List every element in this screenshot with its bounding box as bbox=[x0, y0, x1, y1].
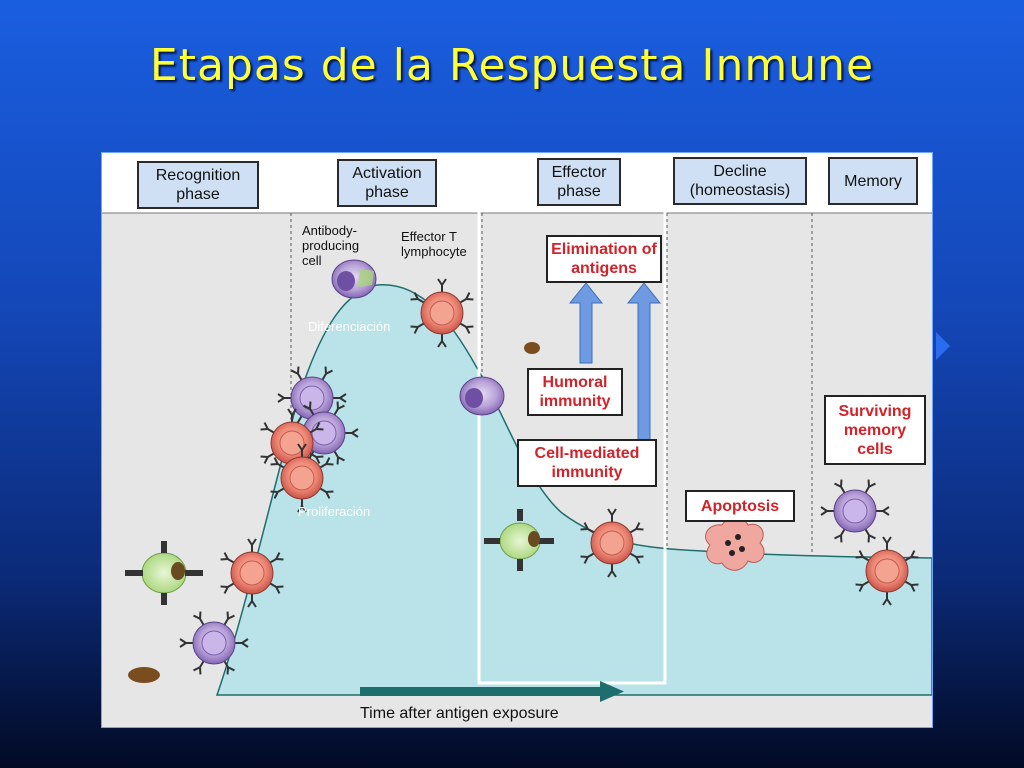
apoptotic-cell-icon bbox=[705, 516, 765, 571]
phase-header-decline: Decline (homeostasis) bbox=[673, 157, 807, 205]
antibody-producing-cell-label: Antibody-producing cell bbox=[302, 223, 360, 268]
phase-header-effector: Effector phase bbox=[537, 158, 621, 206]
phase-header-activation: Activation phase bbox=[337, 159, 437, 207]
elimination-arrows bbox=[568, 282, 662, 444]
recognition-apc-icon bbox=[125, 541, 203, 605]
cell-mediated-immunity-box: Cell-mediated immunity bbox=[517, 439, 657, 487]
phase-header-memory: Memory bbox=[828, 157, 918, 205]
time-axis-label: Time after antigen exposure bbox=[360, 705, 559, 722]
humoral-immunity-box: Humoral immunity bbox=[527, 368, 623, 416]
antigen-icon bbox=[524, 342, 540, 354]
immune-response-figure: Recognition phase Activation phase Effec… bbox=[101, 152, 933, 728]
effector-t-lymphocyte-label: Effector T lymphocyte bbox=[401, 229, 467, 259]
apoptosis-box: Apoptosis bbox=[685, 490, 795, 522]
time-axis-arrow bbox=[360, 681, 624, 702]
proliferation-label: Proliferación bbox=[298, 504, 371, 519]
surviving-memory-cells-box: Surviving memory cells bbox=[824, 395, 926, 465]
effector-phase-frame bbox=[477, 209, 667, 685]
slide-title: Etapas de la Respuesta Inmune bbox=[149, 40, 875, 91]
plasma-cell-icon bbox=[331, 259, 377, 299]
phase-header-recognition: Recognition phase bbox=[137, 161, 259, 209]
antigen-icon bbox=[128, 667, 160, 683]
differentiation-label: Diferenciación bbox=[308, 319, 391, 334]
effector-plasma-cell-icon bbox=[459, 376, 505, 416]
next-slide-arrow-icon[interactable] bbox=[936, 332, 950, 360]
effector-apc-icon bbox=[484, 509, 554, 571]
elimination-of-antigens-box: Elimination of antigens bbox=[546, 235, 662, 283]
